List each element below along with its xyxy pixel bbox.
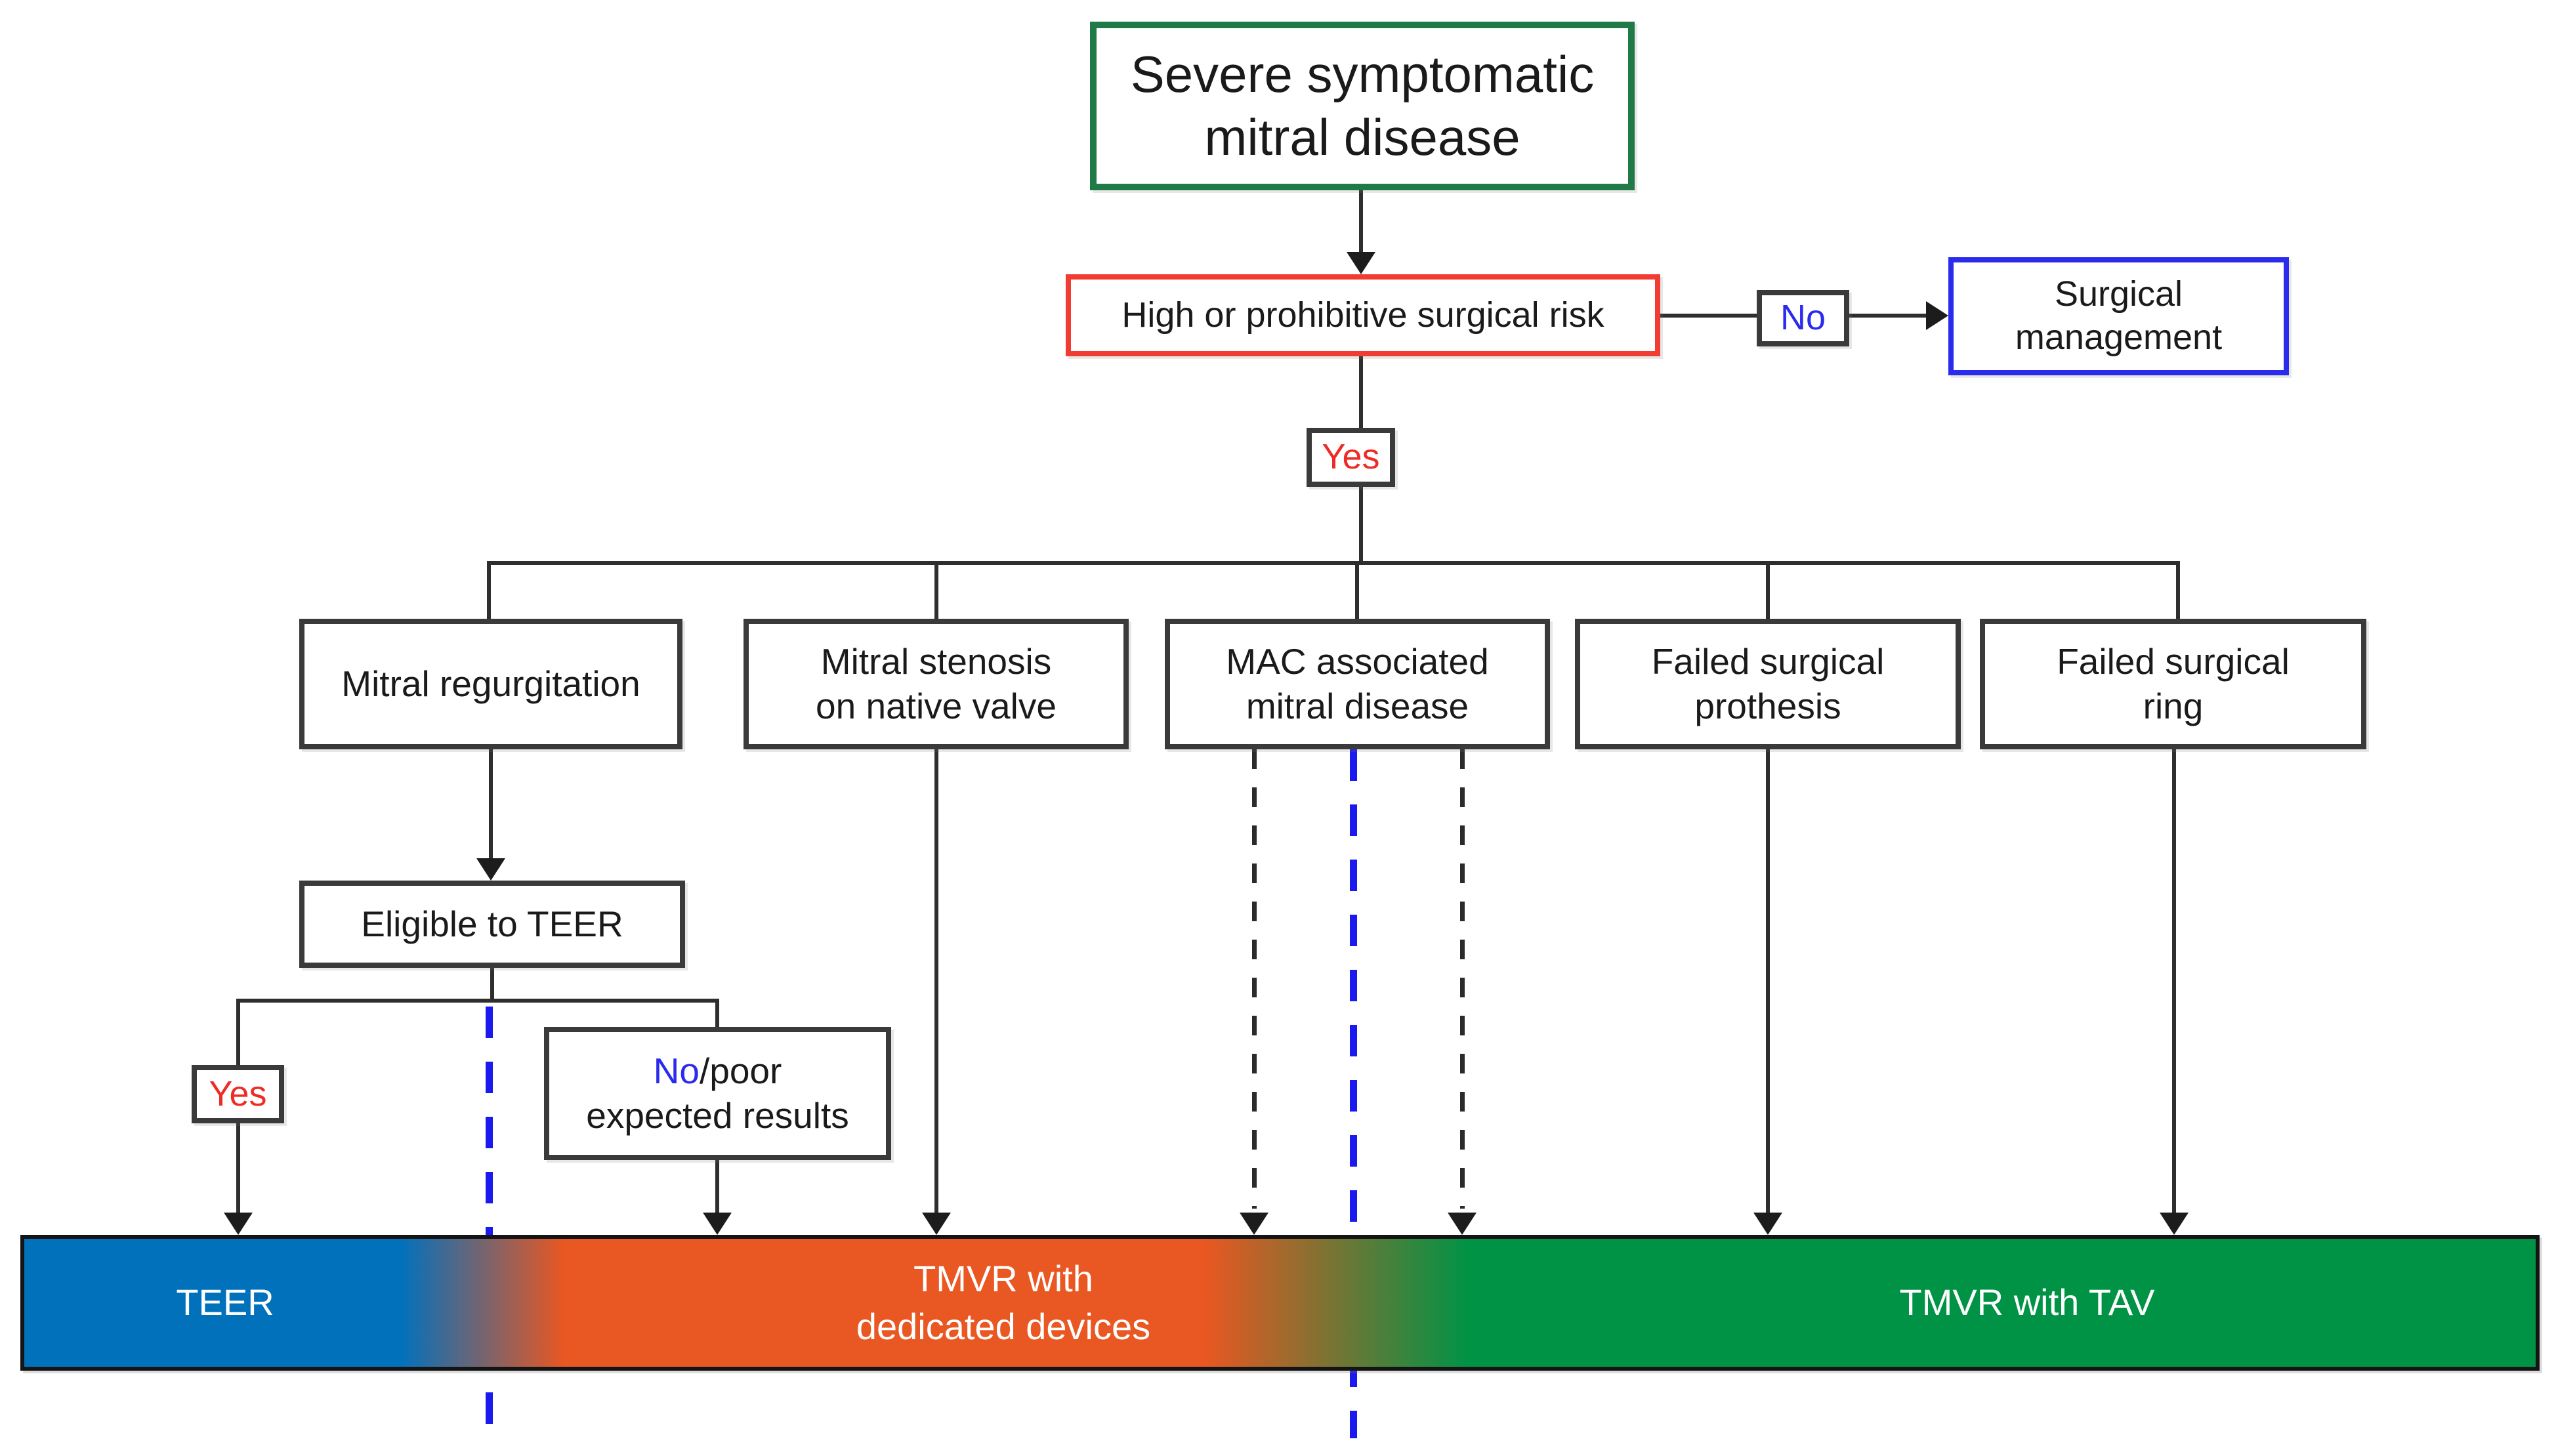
- decision-no-label: No: [1780, 298, 1826, 338]
- node-failed-ring-line2: ring: [2143, 685, 2204, 726]
- decision-no: No: [1757, 290, 1849, 346]
- arrowhead-ring-to-bar: [2160, 1213, 2189, 1235]
- node-eligible-label: Eligible to TEER: [361, 903, 623, 944]
- therapy-gradient-bar: TEER TMVR with dedicated devices TMVR wi…: [20, 1235, 2540, 1371]
- node-mac-associated: MAC associated mitral disease: [1165, 619, 1550, 749]
- drop-to-teer-no: [715, 999, 719, 1027]
- node-root-line1: Severe symptomatic: [1130, 45, 1595, 104]
- bar-label-tmvr-dedicated: TMVR with dedicated devices: [856, 1239, 1150, 1367]
- node-risk-label: High or prohibitive surgical risk: [1121, 295, 1604, 335]
- blue-dashed-guide-right: [1350, 749, 1357, 1438]
- drop-to-mitral-stenosis: [934, 561, 938, 619]
- node-mitral-stenosis-line2: on native valve: [816, 685, 1057, 726]
- decision-yes-label: Yes: [1322, 437, 1380, 477]
- node-failed-ring-line1: Failed surgical: [2057, 641, 2290, 682]
- connector-mr-to-eligible: [489, 749, 493, 858]
- node-mac-line1: MAC associated: [1226, 641, 1489, 682]
- node-failed-prothesis-line2: prothesis: [1694, 685, 1841, 726]
- dashed-arrow-mac-right: [1460, 749, 1465, 1209]
- arrowhead-teer-no-to-bar: [703, 1213, 732, 1235]
- arrow-teer-no-to-bar: [715, 1160, 719, 1214]
- connector-risk-to-yes: [1359, 356, 1363, 428]
- drop-to-failed-prothesis: [1766, 561, 1770, 619]
- arrowhead-stenosis-to-bar: [922, 1213, 951, 1235]
- node-mac-line2: mitral disease: [1246, 685, 1469, 726]
- node-mitral-regurgitation: Mitral regurgitation: [299, 619, 682, 749]
- arrowhead-mac-right: [1448, 1213, 1477, 1235]
- decision-teer-yes-label: Yes: [209, 1073, 267, 1113]
- node-high-prohibitive-surgical-risk: High or prohibitive surgical risk: [1066, 274, 1660, 356]
- node-failed-ring: Failed surgical ring: [1980, 619, 2366, 749]
- drop-to-mac: [1355, 561, 1359, 619]
- node-severe-symptomatic-mitral-disease: Severe symptomatic mitral disease: [1090, 22, 1635, 190]
- decision-yes: Yes: [1307, 428, 1395, 487]
- branch-distribution-line: [487, 561, 2180, 565]
- arrowhead-mac-left: [1240, 1213, 1268, 1235]
- arrow-teer-yes-to-bar: [236, 1123, 240, 1214]
- blue-dashed-guide-left: [486, 1007, 493, 1438]
- arrowhead-no-to-surgical: [1926, 301, 1948, 330]
- decision-teer-yes: Yes: [192, 1065, 284, 1123]
- node-failed-prothesis: Failed surgical prothesis: [1575, 619, 1961, 749]
- arrow-stenosis-to-bar: [934, 749, 938, 1214]
- eligible-t-line: [236, 999, 719, 1003]
- arrow-ring-to-bar: [2172, 749, 2176, 1214]
- arrowhead-teer-yes-to-bar: [224, 1213, 253, 1235]
- node-mitral-stenosis: Mitral stenosis on native valve: [744, 619, 1129, 749]
- drop-to-mitral-regurgitation: [487, 561, 491, 619]
- arrowhead-prothesis-to-bar: [1753, 1213, 1782, 1235]
- node-root-line2: mitral disease: [1204, 108, 1520, 166]
- node-no-poor-line1: No/poor: [654, 1049, 782, 1093]
- drop-to-failed-ring: [2176, 561, 2180, 619]
- node-no-poor-poor-part: /poor: [699, 1050, 782, 1092]
- node-eligible-to-teer: Eligible to TEER: [299, 881, 685, 968]
- node-surgical-line1: Surgical: [2054, 274, 2183, 314]
- connector-yes-to-branchline: [1359, 487, 1363, 563]
- bar-label-teer: TEER: [176, 1239, 274, 1367]
- connector-risk-to-no: [1660, 314, 1757, 318]
- node-no-poor-expected-results: No/poor expected results: [544, 1027, 891, 1160]
- bar-label-tmvr-dedicated-line1: TMVR with: [913, 1257, 1093, 1299]
- arrowhead-root-to-risk: [1347, 252, 1375, 274]
- node-mitral-stenosis-line1: Mitral stenosis: [820, 641, 1052, 682]
- node-surgical-line2: management: [2015, 318, 2223, 357]
- bar-label-teer-text: TEER: [176, 1281, 274, 1323]
- connector-root-to-risk: [1359, 190, 1363, 252]
- connector-no-to-surgical: [1849, 314, 1926, 318]
- bar-label-tmvr-dedicated-line2: dedicated devices: [856, 1305, 1151, 1347]
- dashed-arrow-mac-left: [1252, 749, 1257, 1209]
- connector-eligible-to-tline: [490, 968, 494, 1003]
- node-surgical-management: Surgical management: [1948, 257, 2289, 375]
- bar-label-tmvr-tav-text: TMVR with TAV: [1899, 1281, 2155, 1323]
- node-mitral-regurgitation-label: Mitral regurgitation: [341, 663, 640, 704]
- bar-label-tmvr-tav: TMVR with TAV: [1900, 1239, 2155, 1367]
- node-no-poor-no-part: No: [653, 1050, 700, 1092]
- node-no-poor-line2: expected results: [586, 1094, 849, 1136]
- arrow-prothesis-to-bar: [1766, 749, 1770, 1214]
- drop-to-teer-yes: [236, 999, 240, 1065]
- arrowhead-mr-to-eligible: [476, 858, 505, 881]
- node-failed-prothesis-line1: Failed surgical: [1651, 641, 1885, 682]
